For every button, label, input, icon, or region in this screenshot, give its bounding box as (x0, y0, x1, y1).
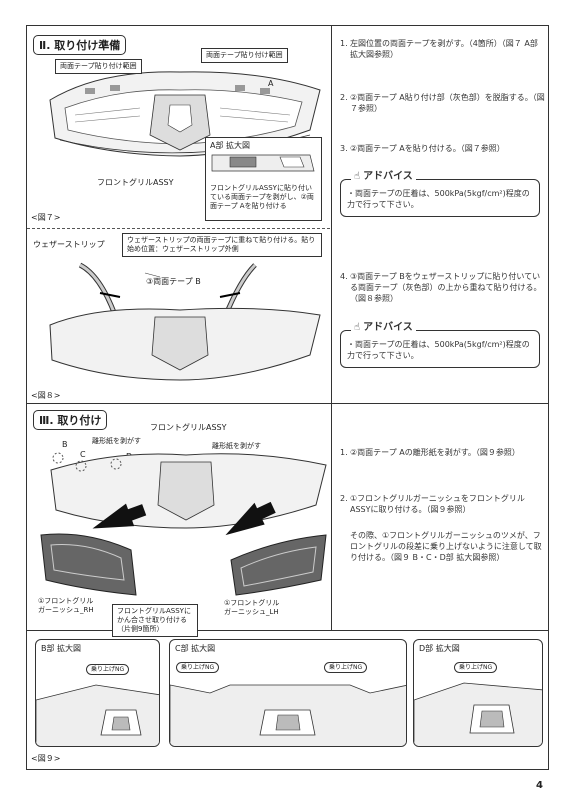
step-6: 2. ①フロントグリルガーニッシュをフロントグリルASSYに取り付ける。（図９参… (340, 493, 545, 515)
step-2: 2. ②両面テープ A貼り付け部（灰色部）を脱脂する。（図７参照） (340, 92, 545, 114)
step-4-text: ③両面テープ Bをウェザーストリップに貼り付いている両面テープ（灰色部）の上から… (350, 272, 542, 303)
weatherstrip-callout: ウェザーストリップの両面テープに重ねて貼り付ける。貼り始め位置：ウェザーストリッ… (122, 233, 322, 257)
page-number: 4 (536, 780, 543, 791)
step-2-num: 2. (340, 93, 348, 102)
advice-box-1: ☝ アドバイス ・両面テープの圧着は、500kPa(5kgf/cm²)程度の力で… (340, 171, 540, 217)
tape-range-callout-left: 両面テープ貼り付け範囲 (55, 59, 142, 74)
section-divider (26, 403, 549, 404)
label-c: C (80, 450, 86, 459)
hand-pointer-icon: ☝ (354, 171, 361, 182)
figure-7-caption: <図７> (31, 213, 61, 222)
garnish-lh-label: ①フロントグリル ガーニッシュ_LH (224, 599, 280, 616)
step-1-text: 左図位置の両面テープを剥がす。（4箇所）（図７ A部 拡大図参照） (350, 39, 538, 59)
step-4-num: 4. (340, 272, 348, 281)
tape-b-label: ③両面テープ B (146, 277, 201, 286)
figure-8-caption: <図８> (31, 391, 61, 400)
advice-text-1: ・両面テープの圧着は、500kPa(5kgf/cm²)程度の力で行って下さい。 (347, 189, 530, 209)
zoom-d-title: D部 拡大図 (419, 644, 460, 653)
zoom-d-box: D部 拡大図 乗り上げNG (413, 639, 543, 747)
figure-9-caption: <図９> (31, 754, 61, 763)
figure-divider (27, 228, 330, 229)
hand-pointer-icon: ☝ (354, 322, 361, 333)
section-title-install: Ⅲ. 取り付け (33, 410, 108, 430)
zoom-b-drawing (36, 684, 159, 746)
step-6-num: 2. (340, 494, 348, 503)
ng-badge-b: 乗り上げNG (86, 664, 130, 675)
zoom-a-note: フロントグリルASSYに貼り付いている両面テープを剥がし、②両面テープ Aを貼り… (210, 184, 314, 210)
step-3: 3. ②両面テープ Aを貼り付ける。（図７参照） (340, 143, 545, 154)
bottom-divider (26, 630, 549, 631)
peel-release-paper-right: 離形紙を剥がす (212, 442, 261, 450)
step-2-text: ②両面テープ A貼り付け部（灰色部）を脱脂する。（図７参照） (350, 93, 545, 113)
step-6-text: ①フロントグリルガーニッシュをフロントグリルASSYに取り付ける。（図９参照） (350, 494, 525, 514)
column-divider (331, 25, 332, 630)
zoom-a-title: A部 拡大図 (210, 141, 251, 150)
weatherstrip-label: ウェザーストリップ (33, 240, 105, 249)
advice-title-2: アドバイス (363, 322, 413, 333)
step-5-num: 1. (340, 448, 348, 457)
front-grille-assy-label: フロントグリルASSY (97, 178, 174, 187)
advice-title-1: アドバイス (363, 171, 413, 182)
zoom-a-box: A部 拡大図 フロントグリルASSYに貼り付いている両面テープを剥がし、②両面テ… (205, 137, 322, 221)
peel-release-paper-left: 離形紙を剥がす (92, 437, 141, 445)
step-1: 1. 左図位置の両面テープを剥がす。（4箇所）（図７ A部 拡大図参照） (340, 38, 545, 60)
label-a: A (268, 79, 274, 88)
section-title-prep: Ⅱ. 取り付け準備 (33, 35, 127, 55)
install-drawing (40, 452, 327, 596)
tape-range-callout-right: 両面テープ貼り付け範囲 (201, 48, 288, 63)
label-b: B (62, 440, 68, 449)
front-grille-drawing (49, 71, 321, 157)
zoom-c-title: C部 拡大図 (175, 644, 216, 653)
zoom-c-box: C部 拡大図 乗り上げNG 乗り上げNG (169, 639, 407, 747)
ng-badge-c-right: 乗り上げNG (324, 662, 368, 673)
step-4: 4. ③両面テープ Bをウェザーストリップに貼り付いている両面テープ（灰色部）の… (340, 271, 545, 304)
zoom-a-drawing (211, 154, 315, 172)
advice-box-2: ☝ アドバイス ・両面テープの圧着は、500kPa(5kgf/cm²)程度の力で… (340, 322, 540, 368)
page-frame (26, 25, 549, 770)
ng-badge-c-left: 乗り上げNG (176, 662, 220, 673)
advice-heading-2: ☝ アドバイス (351, 322, 416, 333)
step-6-note-text: その際、①フロントグリルガーニッシュのツメが、フロントグリルの段差に乗り上げない… (350, 531, 542, 562)
step-3-num: 3. (340, 144, 348, 153)
zoom-b-title: B部 拡大図 (41, 644, 82, 653)
zoom-c-drawing (170, 684, 406, 746)
weatherstrip-drawing (49, 262, 321, 381)
step-6-note: その際、①フロントグリルガーニッシュのツメが、フロントグリルの段差に乗り上げない… (340, 530, 545, 563)
step-5: 1. ②両面テープ Aの離形紙を剥がす。（図９参照） (340, 447, 545, 458)
advice-text-2: ・両面テープの圧着は、500kPa(5kgf/cm²)程度の力で行って下さい。 (347, 340, 530, 360)
claw-note-box: フロントグリルASSYにかん合させ取り付ける（片側9箇所） (112, 604, 198, 637)
garnish-rh-label: ①フロントグリル ガーニッシュ_RH (38, 597, 94, 614)
advice-heading-1: ☝ アドバイス (351, 171, 416, 182)
zoom-d-drawing (414, 682, 542, 746)
front-grille-assy-label-3: フロントグリルASSY (150, 423, 227, 432)
zoom-b-box: B部 拡大図 乗り上げNG (35, 639, 160, 747)
step-1-num: 1. (340, 39, 348, 48)
step-3-text: ②両面テープ Aを貼り付ける。（図７参照） (350, 144, 505, 153)
ng-badge-d: 乗り上げNG (454, 662, 498, 673)
step-5-text: ②両面テープ Aの離形紙を剥がす。（図９参照） (350, 448, 520, 457)
